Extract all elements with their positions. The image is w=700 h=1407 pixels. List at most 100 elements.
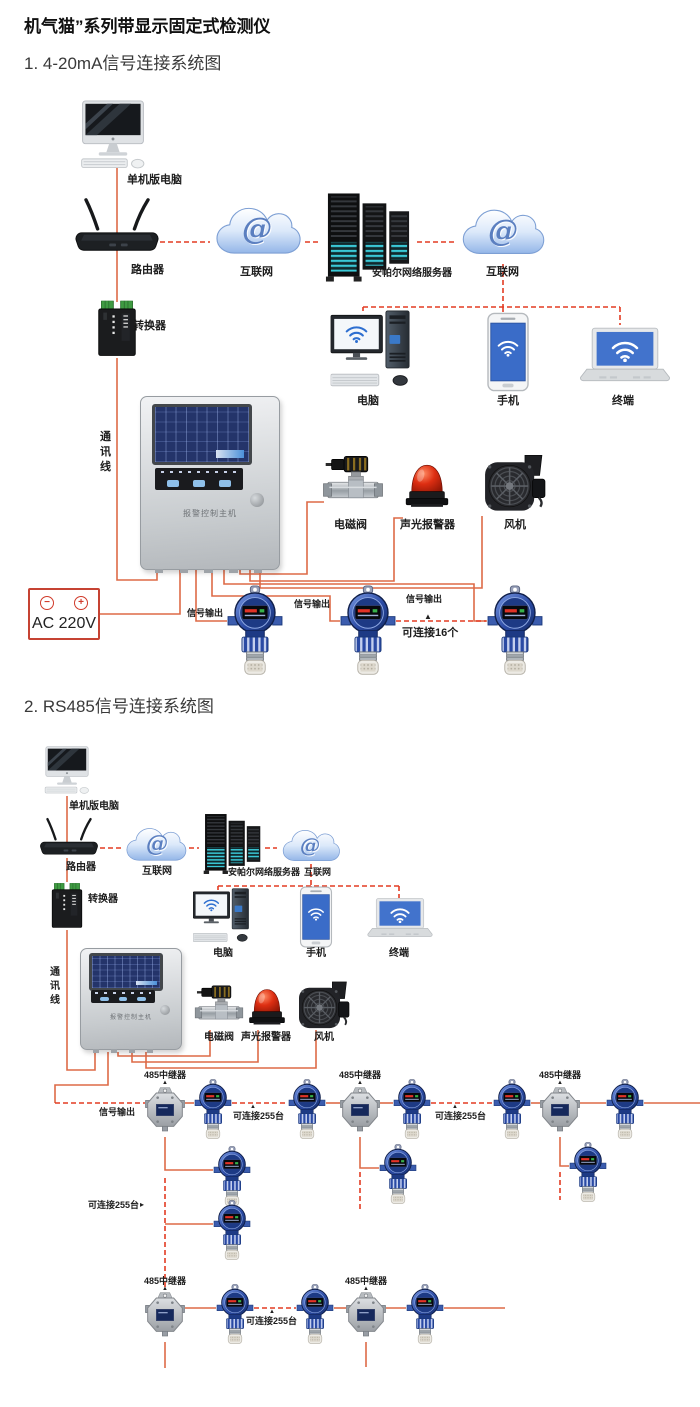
gas-detector-icon bbox=[213, 1146, 251, 1208]
sound-light-alarm-label: 声光报警器 bbox=[400, 519, 455, 531]
router-icon bbox=[38, 816, 100, 860]
rs485-repeater-icon bbox=[346, 1290, 386, 1342]
imac-computer-icon bbox=[37, 746, 97, 799]
converter-label: 转换器 bbox=[88, 894, 118, 905]
arrow-up-icon: ▲ bbox=[162, 1080, 168, 1086]
at-sign-icon: @ bbox=[242, 212, 272, 247]
page-title: 机气猫”系列带显示固定式检测仪 bbox=[24, 17, 271, 36]
arrow-right-icon: ▸ bbox=[140, 1200, 145, 1209]
controller-button[interactable] bbox=[118, 997, 128, 1001]
fan-label: 风机 bbox=[314, 1032, 334, 1043]
gas-detector-icon bbox=[569, 1142, 607, 1204]
phone-label: 手机 bbox=[497, 395, 519, 407]
gas-detector-icon bbox=[606, 1079, 644, 1141]
gas-detector-icon bbox=[406, 1284, 444, 1346]
router-label: 路由器 bbox=[131, 264, 164, 276]
arrow-up-icon: ▲ bbox=[557, 1080, 563, 1086]
gas-detector-icon bbox=[194, 1079, 232, 1141]
controller-button-panel bbox=[154, 467, 244, 490]
ac-power-box: − + AC 220V bbox=[28, 588, 100, 640]
server-label: 安帕尔网络服务器 bbox=[228, 867, 301, 877]
internet-label: 互联网 bbox=[486, 266, 519, 278]
capacity-note-label: 可连接255台 bbox=[233, 1111, 285, 1121]
valve-label: 电磁阀 bbox=[204, 1032, 234, 1043]
rs485-repeater-icon bbox=[145, 1085, 185, 1137]
sound-light-alarm-icon bbox=[402, 456, 452, 516]
standalone-pc-label: 单机版电脑 bbox=[69, 801, 119, 812]
capacity-note-label: 可连接16个 bbox=[402, 627, 459, 639]
controller-label: 报警控制主机 bbox=[109, 1015, 152, 1021]
internet-label: 互联网 bbox=[240, 266, 273, 278]
controller-terminal bbox=[229, 569, 238, 573]
repeater-label: 485中继器 bbox=[345, 1276, 388, 1286]
converter-icon bbox=[96, 300, 138, 358]
dashed-wires bbox=[55, 241, 621, 1309]
controller-button[interactable] bbox=[192, 480, 206, 488]
solenoid-valve-icon bbox=[194, 982, 244, 1030]
terminal-label: 终端 bbox=[389, 948, 409, 959]
signal-out-label: 信号输出 bbox=[99, 1107, 136, 1117]
controller-button[interactable] bbox=[137, 997, 147, 1001]
controller-screen bbox=[152, 403, 252, 465]
valve-label: 电磁阀 bbox=[334, 519, 367, 531]
controller-terminal bbox=[154, 569, 164, 573]
pc-label: 电脑 bbox=[213, 948, 233, 959]
phone-icon bbox=[486, 312, 530, 392]
alarm-controller: 报警控制主机 bbox=[140, 396, 280, 573]
laptop-terminal-icon bbox=[366, 898, 434, 938]
pc-workstation-icon bbox=[192, 888, 254, 946]
rs485-repeater-icon bbox=[340, 1085, 380, 1137]
controller-label: 报警控制主机 bbox=[183, 508, 237, 518]
solenoid-valve-icon bbox=[322, 454, 384, 509]
imac-computer-icon bbox=[70, 100, 156, 176]
converter-label: 转换器 bbox=[133, 320, 166, 332]
capacity-note-label: 可连接255台 bbox=[246, 1316, 298, 1326]
controller-screen bbox=[89, 953, 163, 991]
section1-heading: 1. 4-20mA信号连接系统图 bbox=[24, 54, 222, 73]
comm-line-label: 通讯线 bbox=[100, 431, 111, 473]
repeater-label: 485中继器 bbox=[339, 1070, 382, 1080]
gas-detector-icon bbox=[493, 1079, 531, 1141]
at-sign-icon: @ bbox=[146, 831, 168, 857]
gas-detector-icon bbox=[379, 1144, 417, 1206]
gas-detector-icon bbox=[487, 585, 543, 678]
fan-label: 风机 bbox=[504, 519, 526, 531]
controller-terminal bbox=[179, 569, 188, 573]
internet-label: 互联网 bbox=[304, 867, 332, 877]
arrow-up-icon: ▲ bbox=[363, 1286, 369, 1292]
arrow-up-icon: ▲ bbox=[424, 612, 432, 621]
rs485-repeater-icon bbox=[145, 1290, 185, 1342]
sound-light-alarm-icon bbox=[246, 984, 288, 1030]
capacity-note-label: 可连接255台 bbox=[435, 1111, 487, 1121]
controller-button[interactable] bbox=[218, 480, 231, 488]
arrow-up-icon: ▲ bbox=[250, 1104, 256, 1110]
comm-line-label: 通讯线 bbox=[50, 967, 60, 1006]
controller-button[interactable] bbox=[99, 997, 109, 1001]
repeater-label: 485中继器 bbox=[539, 1070, 582, 1080]
arrow-up-icon: ▲ bbox=[269, 1309, 275, 1315]
controller-button-panel bbox=[91, 990, 155, 1003]
fan-icon bbox=[482, 450, 548, 516]
controller-terminal bbox=[93, 1049, 99, 1053]
router-icon bbox=[72, 196, 162, 258]
signal-out-label: 信号输出 bbox=[294, 599, 331, 609]
server-label: 安帕尔网络服务器 bbox=[372, 268, 452, 279]
gas-detector-icon bbox=[393, 1079, 431, 1141]
repeater-label: 485中继器 bbox=[144, 1070, 187, 1080]
internet-label: 互联网 bbox=[142, 866, 172, 877]
plus-icon: + bbox=[74, 596, 88, 610]
terminal-label: 终端 bbox=[612, 395, 634, 407]
pc-workstation-icon bbox=[330, 310, 416, 392]
controller-button[interactable] bbox=[167, 480, 180, 488]
router-label: 路由器 bbox=[66, 862, 96, 873]
signal-out-label: 信号输出 bbox=[406, 594, 443, 604]
arrow-up-icon: ▲ bbox=[162, 1286, 168, 1292]
controller-terminal bbox=[147, 1049, 153, 1053]
section2-heading: 2. RS485信号连接系统图 bbox=[24, 697, 214, 716]
rs485-repeater-icon bbox=[540, 1085, 580, 1137]
controller-lock bbox=[250, 493, 264, 508]
at-sign-icon: @ bbox=[488, 214, 518, 249]
gas-detector-icon bbox=[216, 1284, 254, 1346]
